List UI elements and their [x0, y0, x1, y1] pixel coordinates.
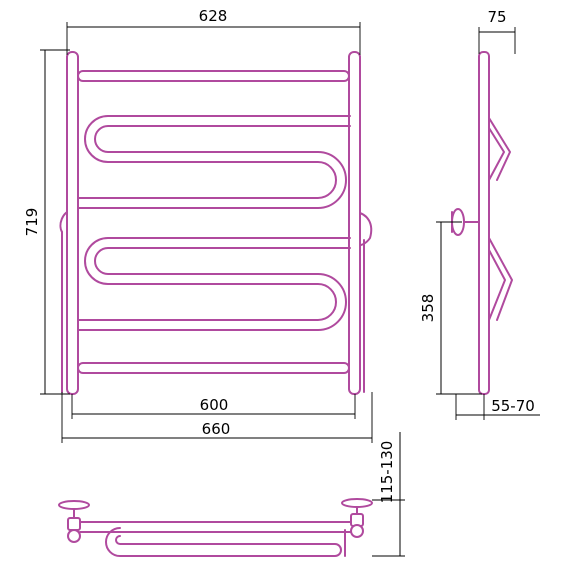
bottom-loop	[105, 527, 342, 557]
lower-serpentine-outer	[77, 237, 351, 321]
dimension-inner-width: 600	[71, 394, 356, 419]
dimension-height: 719	[23, 49, 70, 395]
lower-serpentine-inner	[77, 247, 351, 331]
bottom-view	[58, 498, 373, 557]
side-lower-zigzag-b	[488, 249, 506, 321]
dim-label-side-offset: 55-70	[491, 397, 535, 415]
side-view	[451, 51, 513, 395]
top-straight-bar	[77, 70, 350, 82]
dim-label-side-height: 358	[419, 294, 437, 323]
bottom-straight-bar	[77, 362, 350, 374]
bottom-right-valve-cap	[341, 498, 373, 508]
dim-label-top-width: 628	[199, 7, 228, 25]
dim-label-side-depth: 75	[487, 8, 506, 26]
front-view	[59, 51, 373, 395]
bottom-left-valve-nut	[67, 529, 81, 543]
dim-label-outer-width: 660	[202, 420, 231, 438]
bottom-left-valve-cap	[58, 500, 90, 510]
dimension-outer-width: 660	[61, 392, 373, 443]
side-upper-zigzag-a	[488, 117, 511, 181]
bottom-left-valve-body	[67, 517, 81, 531]
dim-label-height: 719	[23, 208, 41, 237]
upper-serpentine-outer	[77, 115, 351, 199]
left-collector	[66, 51, 79, 395]
side-lower-zigzag-a	[488, 237, 513, 321]
dim-label-inner-width: 600	[200, 396, 229, 414]
right-collector	[348, 51, 361, 395]
side-collector	[478, 51, 490, 395]
upper-serpentine-inner	[77, 125, 351, 209]
dimension-side-offset: 55-70	[455, 394, 540, 420]
dimension-side-height: 358	[419, 221, 482, 395]
bottom-right-valve-nut	[350, 524, 364, 538]
dimension-bottom-depth: 115-130	[372, 432, 405, 557]
dim-label-bottom-depth: 115-130	[378, 441, 396, 504]
dimension-top-width: 628	[66, 7, 361, 55]
side-upper-zigzag-b	[488, 127, 505, 181]
dimension-side-depth: 75	[478, 8, 516, 54]
